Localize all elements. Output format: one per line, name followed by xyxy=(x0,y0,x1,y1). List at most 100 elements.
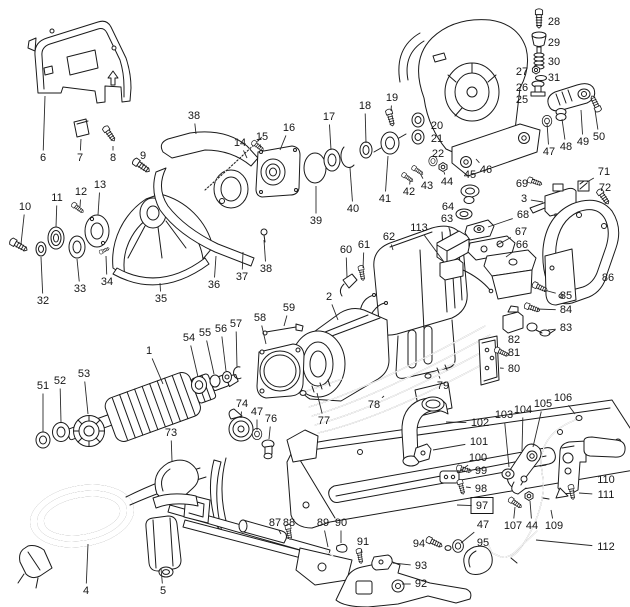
part-number: 3 xyxy=(521,193,527,205)
leader-line xyxy=(85,543,89,584)
part-label-17: 17 xyxy=(323,111,335,151)
leader-line xyxy=(261,325,267,345)
part-label-83: 83 xyxy=(547,322,572,334)
part-number: 31 xyxy=(548,72,560,84)
leader-line xyxy=(578,492,593,495)
part-number: 63 xyxy=(441,213,453,225)
part-number: 98 xyxy=(475,483,487,495)
part-label-8: 8 xyxy=(110,146,116,164)
part-number: 1 xyxy=(146,345,152,357)
leader-line xyxy=(424,235,445,263)
part-label-46: 46 xyxy=(475,158,492,176)
part-label-33: 33 xyxy=(74,258,86,295)
part-number: 32 xyxy=(37,295,49,307)
part-label-56: 56 xyxy=(215,323,227,372)
leader-line xyxy=(460,531,475,544)
part-label-50: 50 xyxy=(593,109,605,143)
part-number: 102 xyxy=(471,417,489,429)
part-label-44: 44 xyxy=(441,171,453,188)
part-label-105: 105 xyxy=(532,398,552,448)
part-number: 9 xyxy=(140,150,146,162)
leader-line xyxy=(568,405,576,415)
part-label-109: 109 xyxy=(545,509,563,532)
part-number: 42 xyxy=(403,186,415,198)
part-label-19: 19 xyxy=(386,92,398,112)
leader-line xyxy=(532,411,542,448)
part-number: 85 xyxy=(560,290,572,302)
leader-line xyxy=(278,530,282,535)
part-label-68: 68 xyxy=(487,209,529,228)
part-top-covers xyxy=(436,208,537,300)
part-label-62: 62 xyxy=(383,231,395,251)
leader-line xyxy=(324,530,329,548)
part-number: 74 xyxy=(236,398,248,410)
part-number: 29 xyxy=(548,37,560,49)
part-number: 44 xyxy=(526,520,538,532)
part-label-18: 18 xyxy=(359,100,371,144)
part-label-82: 82 xyxy=(508,334,520,346)
part-label-3: 3 xyxy=(521,193,544,205)
leader-line xyxy=(448,226,451,233)
part-label-28: 28 xyxy=(548,16,560,28)
part-label-35: 35 xyxy=(155,282,167,305)
part-label-41: 41 xyxy=(379,155,391,205)
leader-line xyxy=(547,328,556,331)
part-label-47: 47 xyxy=(543,122,555,158)
leader-line xyxy=(456,504,472,507)
part-label-61: 61 xyxy=(358,239,370,269)
leader-line xyxy=(55,205,58,228)
part-label-20: 20 xyxy=(431,120,443,132)
part-label-31: 31 xyxy=(548,72,560,84)
leader-line xyxy=(190,345,199,378)
part-number: 90 xyxy=(335,517,347,529)
leader-line xyxy=(263,239,266,262)
part-label-27: 27 xyxy=(516,66,528,78)
part-label-60: 60 xyxy=(340,244,352,278)
part-label-49: 49 xyxy=(577,109,589,148)
part-label-37: 37 xyxy=(236,251,248,283)
part-label-91: 91 xyxy=(357,536,369,554)
part-label-98: 98 xyxy=(465,483,487,495)
leader-line xyxy=(206,340,215,375)
part-label-100: 100 xyxy=(456,452,487,474)
part-armature xyxy=(35,366,242,449)
part-number: 36 xyxy=(208,279,220,291)
leader-line xyxy=(475,158,480,164)
part-number: 43 xyxy=(421,180,433,192)
part-label-107: 107 xyxy=(504,506,522,532)
part-number: 81 xyxy=(508,347,520,359)
leader-line xyxy=(349,167,353,202)
part-label-30: 30 xyxy=(548,56,560,68)
part-number: 54 xyxy=(183,332,195,344)
part-number: 37 xyxy=(236,271,248,283)
part-label-102: 102 xyxy=(445,417,489,429)
leader-line xyxy=(445,421,467,424)
part-label-59: 59 xyxy=(283,302,295,327)
leader-line xyxy=(360,549,363,554)
part-label-47: 47 xyxy=(251,406,263,430)
part-label-66: 66 xyxy=(505,239,528,258)
leader-line xyxy=(42,95,46,151)
part-number: 53 xyxy=(78,368,90,380)
leader-line xyxy=(241,251,244,270)
part-number: 106 xyxy=(554,392,572,404)
part-label-95: 95 xyxy=(477,537,489,549)
part-label-71: 71 xyxy=(586,166,610,183)
part-number: 2 xyxy=(326,291,332,303)
part-label-81: 81 xyxy=(508,347,520,359)
leader-line xyxy=(105,255,108,275)
part-label-11: 11 xyxy=(51,192,63,228)
part-label-94: 94 xyxy=(413,538,425,550)
part-number: 83 xyxy=(560,322,572,334)
part-number: 39 xyxy=(310,215,322,227)
part-label-15: 15 xyxy=(256,131,268,148)
part-housing-screw xyxy=(424,362,456,379)
part-label-93: 93 xyxy=(392,560,427,572)
part-label-32: 32 xyxy=(37,256,49,307)
part-label-106: 106 xyxy=(554,392,576,415)
leader-line xyxy=(159,282,161,292)
part-label-52: 52 xyxy=(54,375,66,423)
leader-line xyxy=(221,336,227,372)
part-number: 16 xyxy=(283,122,295,134)
